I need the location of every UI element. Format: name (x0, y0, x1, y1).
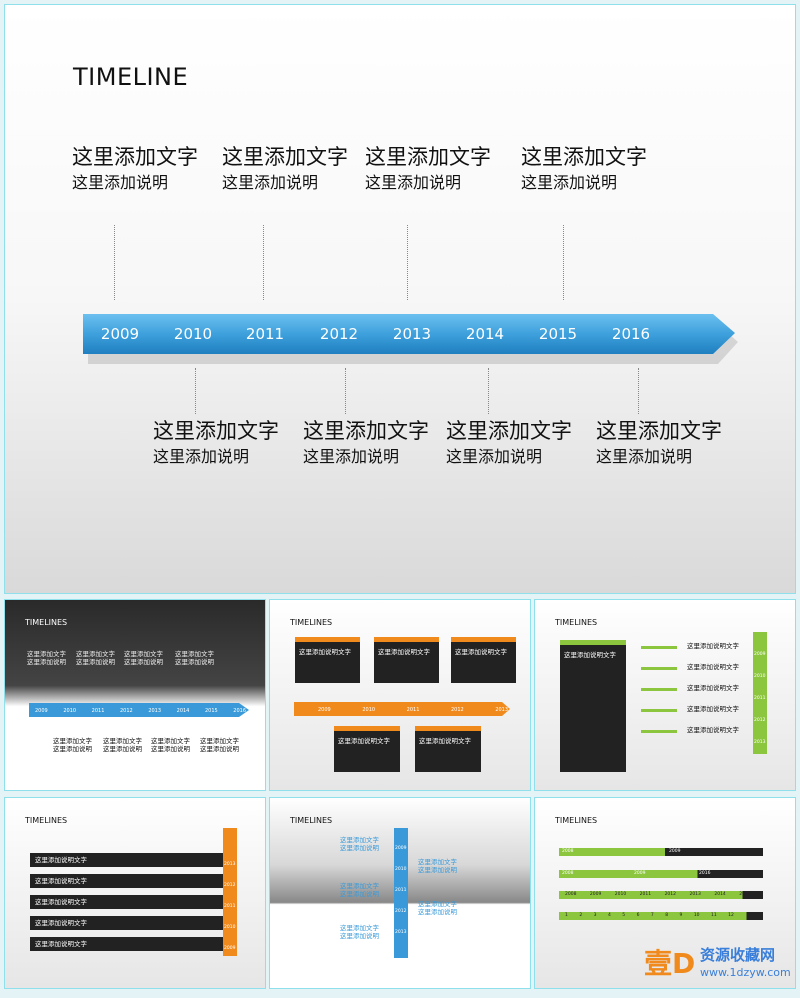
top-event-2: 这里添加文字 这里添加说明 (222, 144, 348, 196)
timeline-row-1: 2008 2009 (559, 848, 763, 856)
mini-event: 这里添加文字这里添加说明 (76, 650, 115, 666)
info-card: 这里添加说明文字 (374, 637, 439, 683)
timeline-arrow (83, 314, 738, 364)
event-heading: 这里添加文字 (222, 145, 348, 169)
connector-line (563, 225, 564, 300)
mini-event: 这里添加文字这里添加说明 (340, 882, 379, 898)
page-title: TIMELINE (73, 63, 189, 91)
top-event-3: 这里添加文字 这里添加说明 (365, 144, 491, 196)
thumbnail-slide-1[interactable]: TIMELINES 这里添加文字这里添加说明 这里添加文字这里添加说明 这里添加… (4, 599, 266, 791)
year-label: 2010 (173, 325, 213, 343)
event-heading: 这里添加文字 (365, 145, 491, 169)
connector-line (488, 368, 489, 414)
info-card: 这里添加说明文字 (451, 637, 516, 683)
watermark: 壹D 资源收藏网 www.1dzyw.com (644, 942, 794, 990)
mini-event: 这里添加文字这里添加说明 (151, 737, 190, 753)
event-heading: 这里添加文字 (303, 419, 429, 443)
year-label: 2013 (392, 325, 432, 343)
connector-line (407, 225, 408, 300)
mini-event: 这里添加文字这里添加说明 (27, 650, 66, 666)
year-label: 2011 (245, 325, 285, 343)
mini-event: 这里添加文字这里添加说明 (340, 836, 379, 852)
bottom-event-1: 这里添加文字 这里添加说明 (153, 418, 279, 470)
event-desc: 这里添加说明 (596, 447, 693, 466)
connector-line (263, 225, 264, 300)
event-heading: 这里添加文字 (521, 145, 647, 169)
mini-arrow (294, 702, 510, 716)
event-desc: 这里添加说明 (521, 173, 618, 192)
event-heading: 这里添加文字 (153, 419, 279, 443)
mini-event: 这里添加文字这里添加说明 (124, 650, 163, 666)
watermark-text: 资源收藏网 (700, 946, 776, 964)
event-heading: 这里添加文字 (596, 419, 722, 443)
top-event-1: 这里添加文字 这里添加说明 (72, 144, 198, 196)
event-desc: 这里添加说明 (303, 447, 400, 466)
thumbnail-slide-2[interactable]: TIMELINES 这里添加说明文字 这里添加说明文字 这里添加说明文字 200… (269, 599, 531, 791)
top-event-4: 这里添加文字 这里添加说明 (521, 144, 647, 196)
mini-event: 这里添加文字这里添加说明 (200, 737, 239, 753)
info-card: 这里添加说明文字 (295, 637, 360, 683)
mini-event: 这里添加文字这里添加说明 (103, 737, 142, 753)
thumbnail-title: TIMELINES (25, 618, 68, 627)
event-desc: 这里添加说明 (222, 173, 319, 192)
event-desc: 这里添加说明 (153, 447, 250, 466)
thumbnail-title: TIMELINES (290, 816, 333, 825)
year-label: 2009 (100, 325, 140, 343)
timeline-row-4: 1 2 3 4 5 6 7 8 9 10 11 12 (559, 912, 763, 920)
event-heading: 这里添加文字 (446, 419, 572, 443)
watermark-url: www.1dzyw.com (700, 966, 791, 979)
mini-years: 2009 2010 2011 2012 2013 (318, 707, 509, 713)
thumbnail-slide-4[interactable]: TIMELINES 这里添加说明文字 这里添加说明文字 这里添加说明文字 这里添… (4, 797, 266, 989)
year-label: 2015 (538, 325, 578, 343)
event-desc: 这里添加说明 (72, 173, 169, 192)
row-months: 1 2 3 4 5 6 7 8 9 10 11 12 (565, 913, 734, 918)
mini-event: 这里添加文字这里添加说明 (418, 900, 457, 916)
event-desc: 这里添加说明 (365, 173, 462, 192)
row-years: 2008 2009 2010 2011 2012 2013 2014 2015 (565, 892, 751, 897)
connector-line (195, 368, 196, 414)
connector-line (114, 225, 115, 300)
thumbnail-slide-3[interactable]: TIMELINES 这里添加说明文字 这里添加说明文字 这里添加说明文字 这里添… (534, 599, 796, 791)
bottom-event-2: 这里添加文字 这里添加说明 (303, 418, 429, 470)
bottom-event-3: 这里添加文字 这里添加说明 (446, 418, 572, 470)
mini-event: 这里添加文字这里添加说明 (340, 924, 379, 940)
event-heading: 这里添加文字 (72, 145, 198, 169)
thumbnail-slide-6[interactable]: TIMELINES 2008 2009 2008 2009 2016 2008 … (534, 797, 796, 989)
thumbnail-title: TIMELINES (555, 816, 598, 825)
mini-event: 这里添加文字这里添加说明 (53, 737, 92, 753)
mini-arrow (29, 703, 249, 717)
year-label: 2012 (319, 325, 359, 343)
mini-event: 这里添加文字这里添加说明 (175, 650, 214, 666)
year-label: 2016 (611, 325, 651, 343)
bottom-event-4: 这里添加文字 这里添加说明 (596, 418, 722, 470)
watermark-logo: 壹D (644, 947, 696, 980)
event-desc: 这里添加说明 (446, 447, 543, 466)
bar-list: 这里添加说明文字 这里添加说明文字 这里添加说明文字 这里添加说明文字 这里添加… (30, 853, 226, 958)
mini-years: 2009 2010 2011 2012 2013 2014 2015 2016 (35, 708, 247, 714)
timeline-row-3: 2008 2009 2010 2011 2012 2013 2014 2015 (559, 891, 763, 899)
thumbnail-title: TIMELINES (555, 618, 598, 627)
main-slide: TIMELINE 这里添加文字 这里添加说明 这里添加文字 这里添加说明 这里添… (4, 4, 796, 594)
timeline-row-2: 2008 2009 2016 (559, 870, 763, 878)
connector-line (638, 368, 639, 414)
info-card: 这里添加说明文字 (415, 726, 481, 772)
thumbnail-title: TIMELINES (25, 816, 68, 825)
year-label: 2014 (465, 325, 505, 343)
connector-line (345, 368, 346, 414)
thumbnail-title: TIMELINES (290, 618, 333, 627)
mini-event: 这里添加文字这里添加说明 (418, 858, 457, 874)
info-card: 这里添加说明文字 (334, 726, 400, 772)
info-panel: 这里添加说明文字 (560, 640, 626, 772)
